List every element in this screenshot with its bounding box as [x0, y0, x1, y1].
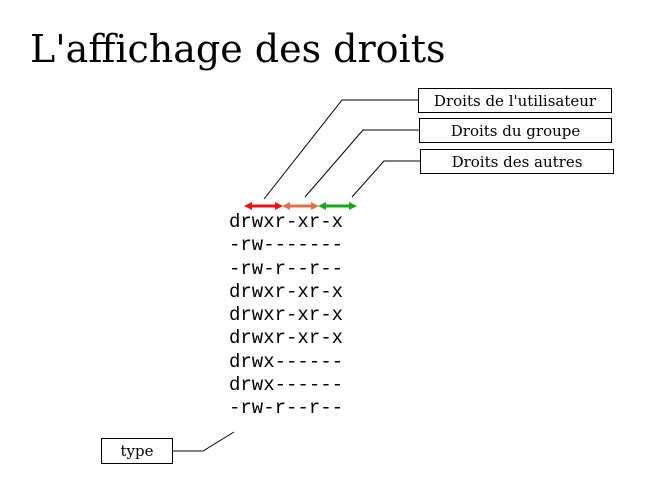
- permission-row: -rw-------: [229, 234, 344, 257]
- permission-row: drwx------: [229, 374, 344, 397]
- permission-row: drwxr-xr-x: [229, 211, 344, 233]
- others-rights-label: Droits des autres: [420, 149, 614, 174]
- user-rights-label: Droits de l'utilisateur: [418, 88, 612, 113]
- permission-listing: drwxr-xr-x -rw------- -rw-r--r-- drwxr-x…: [229, 211, 343, 421]
- permission-row: -rw-r--r--: [229, 257, 344, 280]
- permission-row: -rw-r--r--: [229, 397, 344, 420]
- page-title: L'affichage des droits: [30, 27, 446, 71]
- permission-row: drwxr-xr-x: [229, 280, 344, 303]
- leader-line-others: [351, 160, 420, 198]
- group-rights-label: Droits du groupe: [419, 118, 612, 143]
- type-label: type: [101, 438, 173, 464]
- leader-line-group: [304, 129, 419, 198]
- permission-row: drwx------: [229, 350, 344, 373]
- leader-line-user: [263, 99, 418, 200]
- leader-line-type: [173, 431, 235, 452]
- permission-row: drwxr-xr-x: [229, 304, 344, 327]
- permission-row: drwxr-xr-x: [229, 327, 344, 350]
